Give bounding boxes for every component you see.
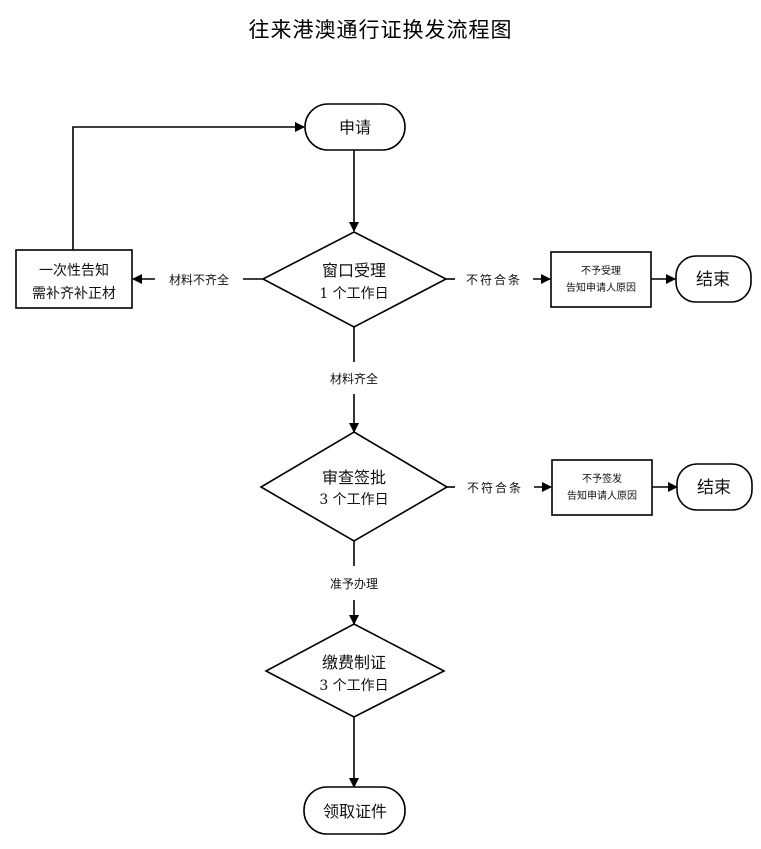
- notify-missing-box: [15, 249, 133, 309]
- notify-missing-line2: 需补齐补正材: [32, 286, 116, 302]
- edge-notify-to-apply: [72, 122, 305, 250]
- flowchart-title: 往来港澳通行证换发流程图: [248, 18, 513, 42]
- end2-terminator: [676, 463, 753, 511]
- review-decision: [259, 431, 449, 542]
- collect-terminator: [303, 786, 406, 835]
- reject-accept-box: [550, 251, 652, 308]
- end2-label: 结束: [697, 478, 731, 498]
- apply-label: 申请: [339, 118, 371, 137]
- review-title: 审查签批: [322, 468, 386, 487]
- pay-make-decision: [264, 623, 446, 718]
- reject-accept-line1: 不予受理: [581, 265, 621, 277]
- window-accept-title: 窗口受理: [322, 261, 386, 280]
- edge-label-not-eligible-1: 不符合条: [466, 272, 522, 287]
- edge-label-not-eligible-2: 不符合条: [467, 480, 523, 495]
- collect-label: 领取证件: [323, 802, 387, 821]
- reject-accept-line2: 告知申请人原因: [566, 281, 636, 294]
- pay-make-title: 缴费制证: [322, 653, 386, 672]
- pay-make-duration: 3 个工作日: [319, 678, 388, 694]
- edge-label-incomplete: 材料不齐全: [169, 272, 229, 287]
- window-accept-duration: 1 个工作日: [319, 286, 388, 302]
- edge-label-approved: 准予办理: [330, 576, 378, 591]
- review-duration: 3 个工作日: [319, 492, 388, 508]
- reject-issue-line2: 告知申请人原因: [567, 489, 637, 502]
- end1-label: 结束: [696, 270, 730, 290]
- edge-label-complete: 材料齐全: [330, 371, 378, 386]
- notify-missing-line1: 一次性告知: [39, 262, 109, 279]
- end1-terminator: [675, 255, 752, 303]
- reject-issue-box: [551, 459, 653, 516]
- window-accept-decision: [261, 231, 448, 328]
- apply-terminator: [304, 103, 406, 151]
- reject-issue-line1: 不予签发: [582, 472, 622, 485]
